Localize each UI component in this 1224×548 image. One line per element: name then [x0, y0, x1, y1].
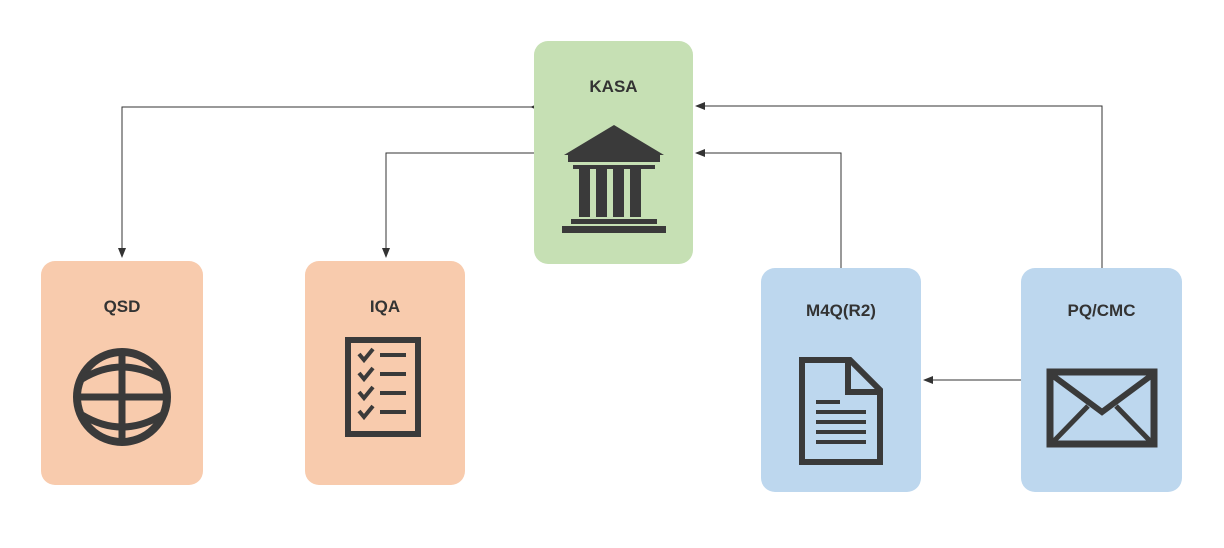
node-label-qsd: QSD	[103, 297, 141, 316]
node-iqa[interactable]: IQA	[305, 261, 465, 485]
node-qsd[interactable]: QSD	[41, 261, 203, 485]
edge-kasa-qsd	[118, 103, 540, 258]
edge-m4q-kasa	[695, 149, 842, 268]
node-label-pq: PQ/CMC	[1067, 301, 1136, 320]
document-icon	[799, 357, 883, 465]
checklist-icon	[345, 337, 421, 437]
globe-icon	[73, 348, 171, 446]
node-label-m4q: M4Q(R2)	[806, 301, 876, 320]
node-label-iqa: IQA	[369, 297, 401, 316]
node-pq[interactable]: PQ/CMC	[1021, 268, 1182, 492]
node-kasa[interactable]: KASA	[534, 41, 693, 264]
envelope-icon	[1046, 368, 1158, 448]
bank-building-icon	[562, 125, 666, 233]
node-label-kasa: KASA	[589, 77, 638, 96]
edge-kasa-iqa	[382, 152, 534, 258]
node-m4q[interactable]: M4Q(R2)	[761, 268, 921, 492]
edge-pq-kasa	[695, 102, 1103, 268]
